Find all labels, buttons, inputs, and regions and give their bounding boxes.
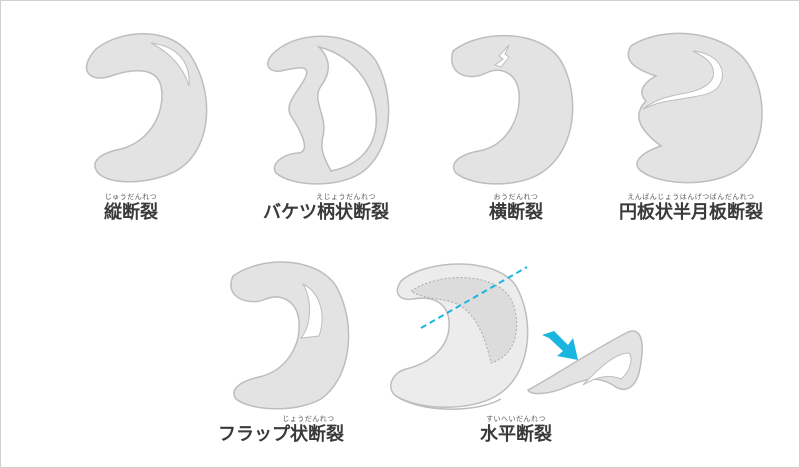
label-flap: じょうだんれつ フラップ状断裂 (211, 415, 351, 446)
title-radial: 横断裂 (489, 202, 543, 223)
ruby-discoid: えんばんじょうはんげつばんだんれつ (627, 193, 755, 201)
label-radial: おうだんれつ 横断裂 (466, 193, 566, 224)
longitudinal-tear-figure (85, 33, 208, 183)
title-longitudinal: 縦断裂 (104, 202, 158, 223)
title-flap: フラップ状断裂 (218, 424, 344, 445)
ruby-bucket-handle: えじょうだんれつ (316, 193, 376, 201)
ruby-longitudinal: じゅうだんれつ (104, 193, 158, 201)
ruby-radial: おうだんれつ (493, 193, 539, 201)
ruby-flap: じょうだんれつ (282, 415, 335, 423)
title-discoid: 円板状半月板断裂 (619, 202, 763, 223)
title-bucket-handle: バケツ柄状断裂 (263, 202, 389, 223)
radial-tear-figure (451, 34, 574, 185)
flap-tear-figure (230, 261, 350, 410)
label-longitudinal: じゅうだんれつ 縦断裂 (81, 193, 181, 224)
bucket-handle-tear-figure (267, 35, 390, 185)
label-discoid: えんばんじょうはんげつばんだんれつ 円板状半月板断裂 (611, 193, 771, 224)
title-horizontal: 水平断裂 (480, 424, 552, 445)
label-horizontal: すいへいだんれつ 水平断裂 (466, 415, 566, 446)
horizontal-tear-figure (390, 263, 643, 410)
ruby-horizontal: すいへいだんれつ (486, 415, 546, 423)
discoid-tear-figure (627, 32, 763, 184)
label-bucket-handle: えじょうだんれつ バケツ柄状断裂 (256, 193, 396, 224)
